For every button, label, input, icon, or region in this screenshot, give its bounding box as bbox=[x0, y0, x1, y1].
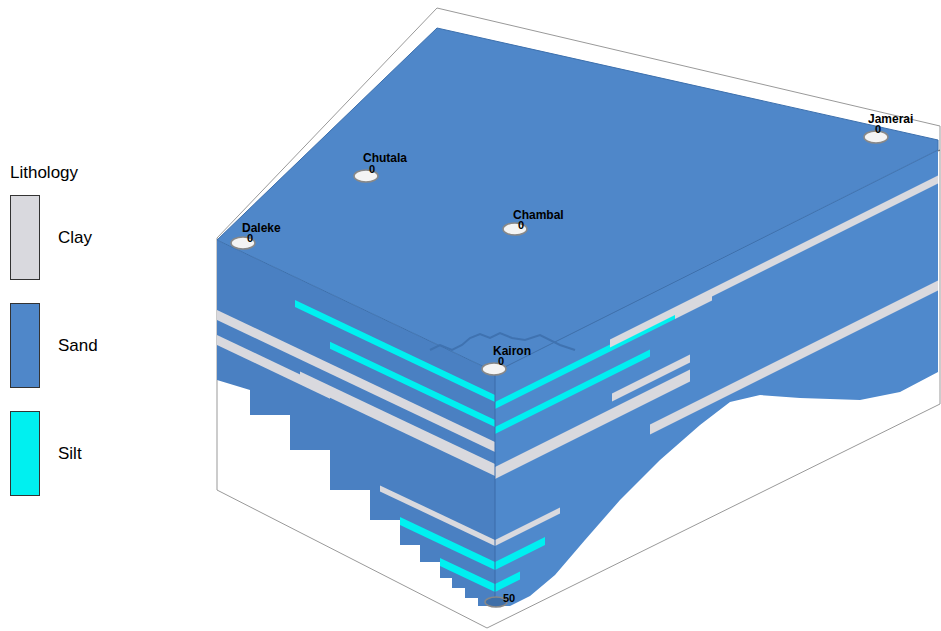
well-name: Jamerai bbox=[868, 113, 913, 125]
well-depth: 0 bbox=[498, 356, 504, 367]
lithology-layer bbox=[495, 572, 520, 593]
legend-title: Lithology bbox=[10, 164, 78, 181]
legend-swatch bbox=[10, 195, 40, 280]
legend-text: Sand bbox=[58, 337, 98, 354]
well-depth: 0 bbox=[247, 233, 253, 244]
well-depth: 0 bbox=[875, 124, 881, 135]
corner-edge bbox=[495, 372, 496, 606]
well-markers bbox=[231, 131, 888, 607]
lithology-layer bbox=[300, 371, 495, 476]
lithology-layer bbox=[495, 508, 560, 547]
lithology-layer bbox=[495, 537, 545, 570]
lithology-layer bbox=[650, 280, 940, 435]
legend-swatch bbox=[10, 303, 40, 388]
legend-text: Clay bbox=[58, 229, 92, 246]
lithology-layer bbox=[440, 558, 495, 592]
depth-label: 50 bbox=[503, 593, 515, 604]
top-face bbox=[217, 28, 938, 372]
legend-swatch bbox=[10, 411, 40, 496]
well-depth: 0 bbox=[369, 164, 375, 175]
legend-text: Silt bbox=[58, 445, 82, 462]
well-depth: 0 bbox=[518, 220, 524, 231]
well-name: Chutala bbox=[363, 152, 407, 164]
